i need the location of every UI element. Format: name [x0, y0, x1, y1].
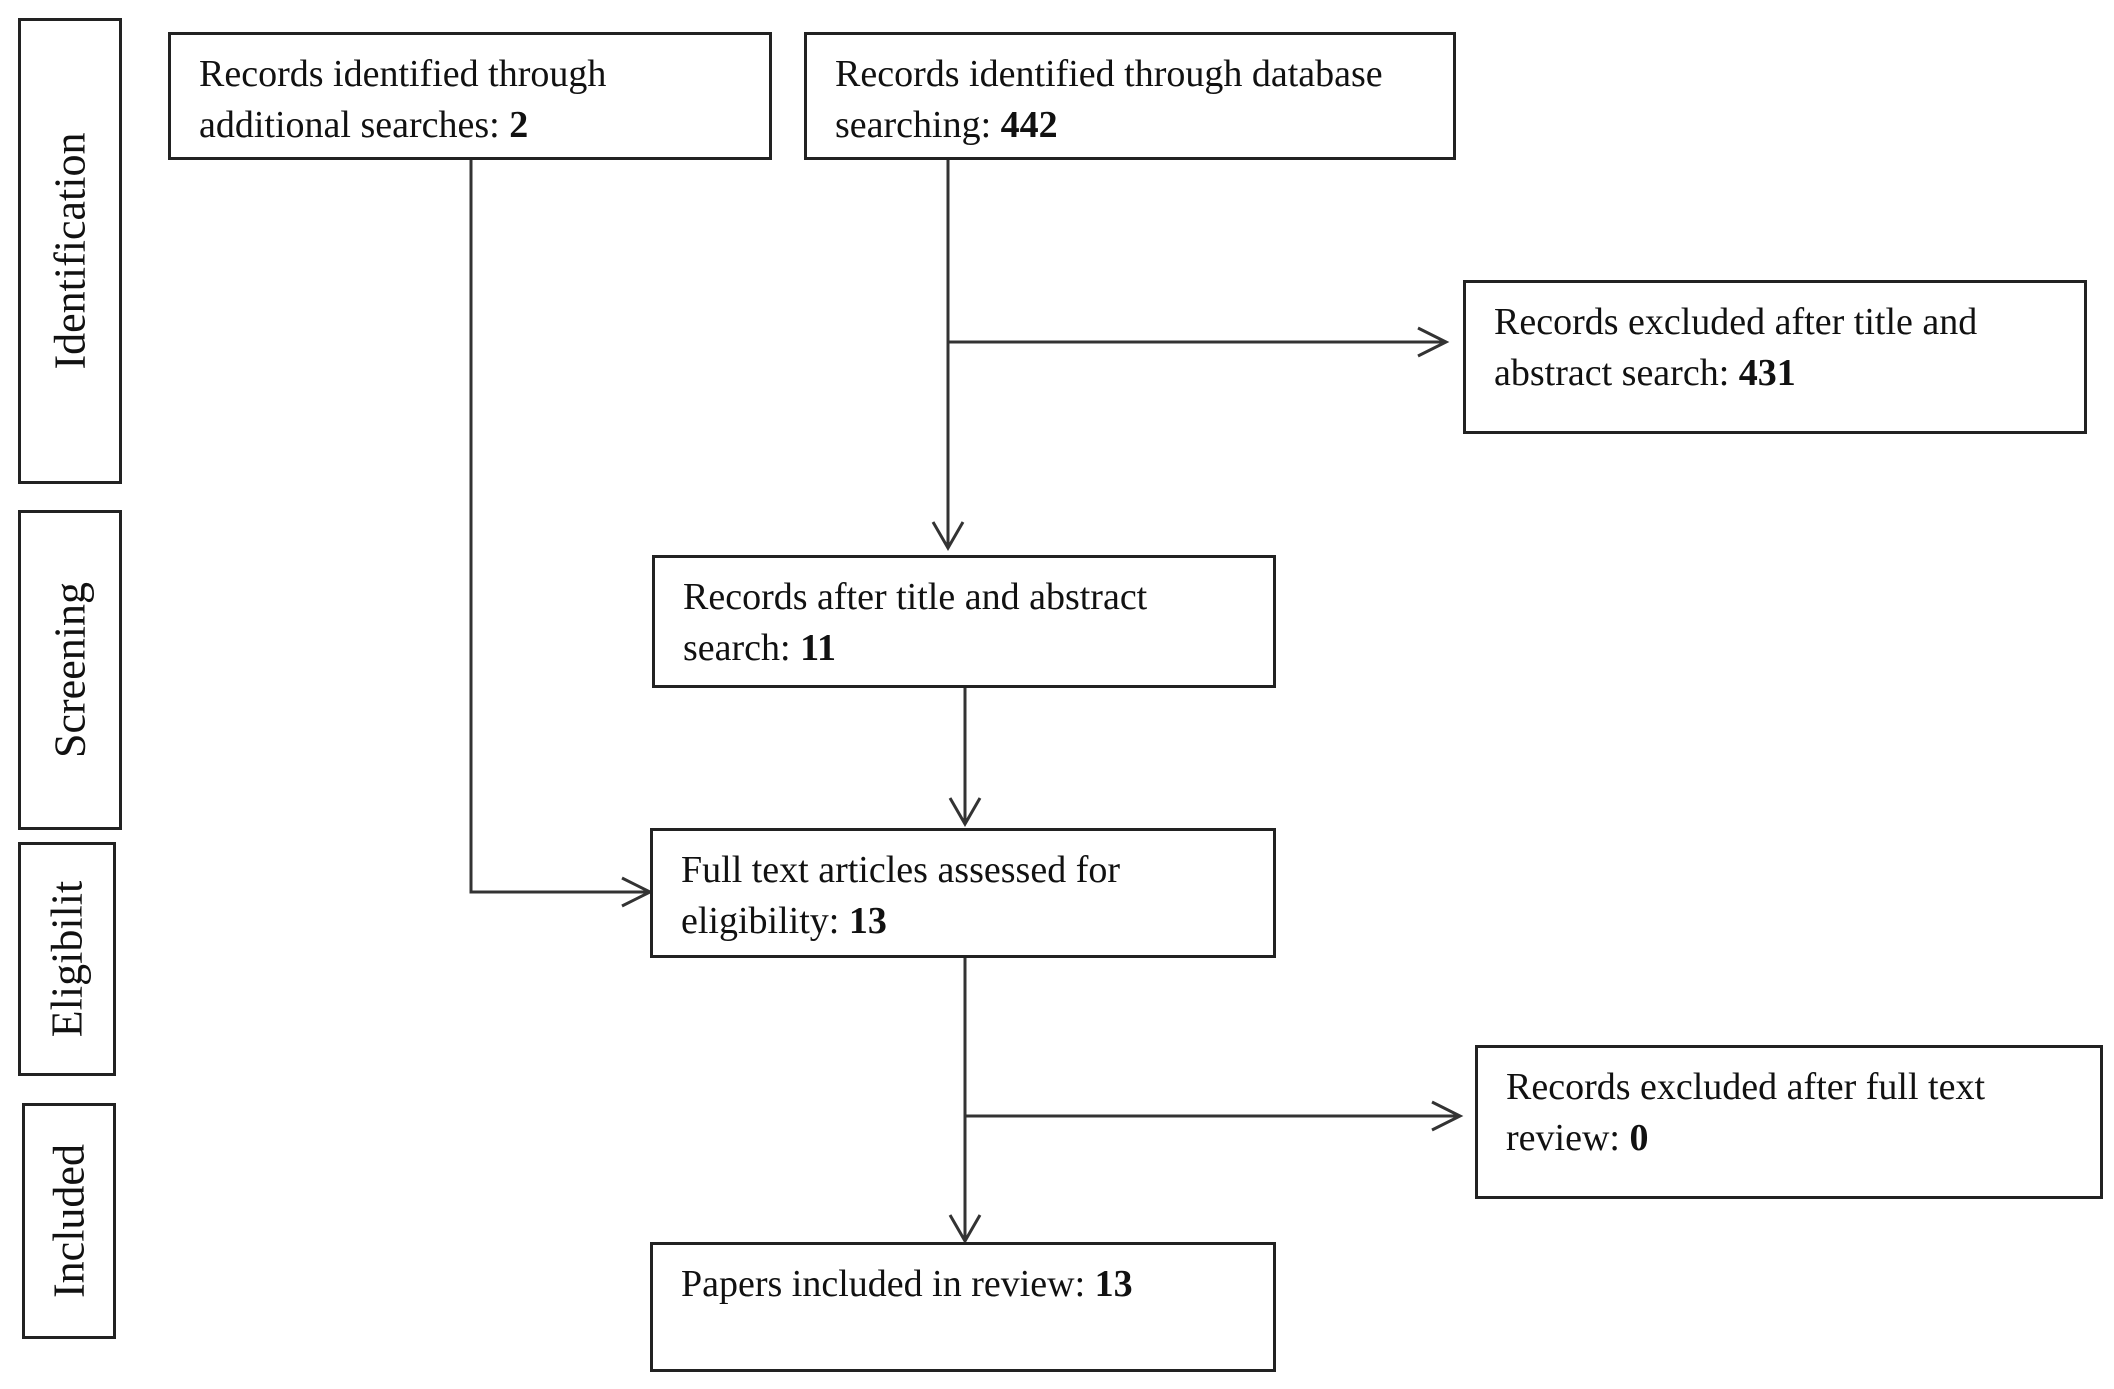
box-additional-text: Records identified through additional se…: [199, 53, 607, 146]
arrowhead-screening: [931, 521, 965, 552]
box-excluded-full-value: 0: [1629, 1117, 1649, 1159]
box-excluded-full-text: Records excluded after full text review:: [1506, 1066, 1986, 1159]
box-full-text-value: 13: [848, 900, 887, 942]
connector-additional-to-fulltext: [469, 160, 650, 894]
box-included-text: Papers included in review:: [681, 1263, 1095, 1305]
box-excluded-title-abstract: Records excluded after title and abstrac…: [1463, 280, 2087, 434]
box-excluded-full-text: Records excluded after full text review:…: [1475, 1045, 2103, 1199]
box-additional-searches: Records identified through additional se…: [168, 32, 772, 160]
box-full-text-text: Full text articles assessed for eligibil…: [681, 849, 1121, 942]
box-included-value: 13: [1094, 1263, 1133, 1305]
arrowhead-excluded-full: [1431, 1100, 1464, 1132]
stage-identification: Identification: [18, 18, 122, 484]
box-after-title-text: Records after title and abstract search:: [683, 576, 1148, 669]
arrowhead-fulltext: [948, 797, 982, 828]
box-full-text-assessed: Full text articles assessed for eligibil…: [650, 828, 1276, 958]
arrowhead-included: [948, 1214, 982, 1245]
box-database-text: Records identified through database sear…: [835, 53, 1383, 146]
box-after-title-abstract: Records after title and abstract search:…: [652, 555, 1276, 688]
box-additional-value: 2: [509, 104, 529, 146]
box-database-searching: Records identified through database sear…: [804, 32, 1456, 160]
stage-included: Included: [22, 1103, 116, 1339]
box-included-review: Papers included in review: 13: [650, 1242, 1276, 1372]
box-after-title-value: 11: [800, 627, 837, 669]
box-database-value: 442: [1000, 104, 1058, 146]
box-excluded-title-text: Records excluded after title and abstrac…: [1494, 301, 1978, 394]
box-excluded-title-value: 431: [1738, 352, 1796, 394]
stage-eligibility: Eligibilit: [18, 842, 116, 1076]
stage-screening: Screening: [18, 510, 122, 830]
arrowhead-excluded-title: [1417, 326, 1450, 358]
